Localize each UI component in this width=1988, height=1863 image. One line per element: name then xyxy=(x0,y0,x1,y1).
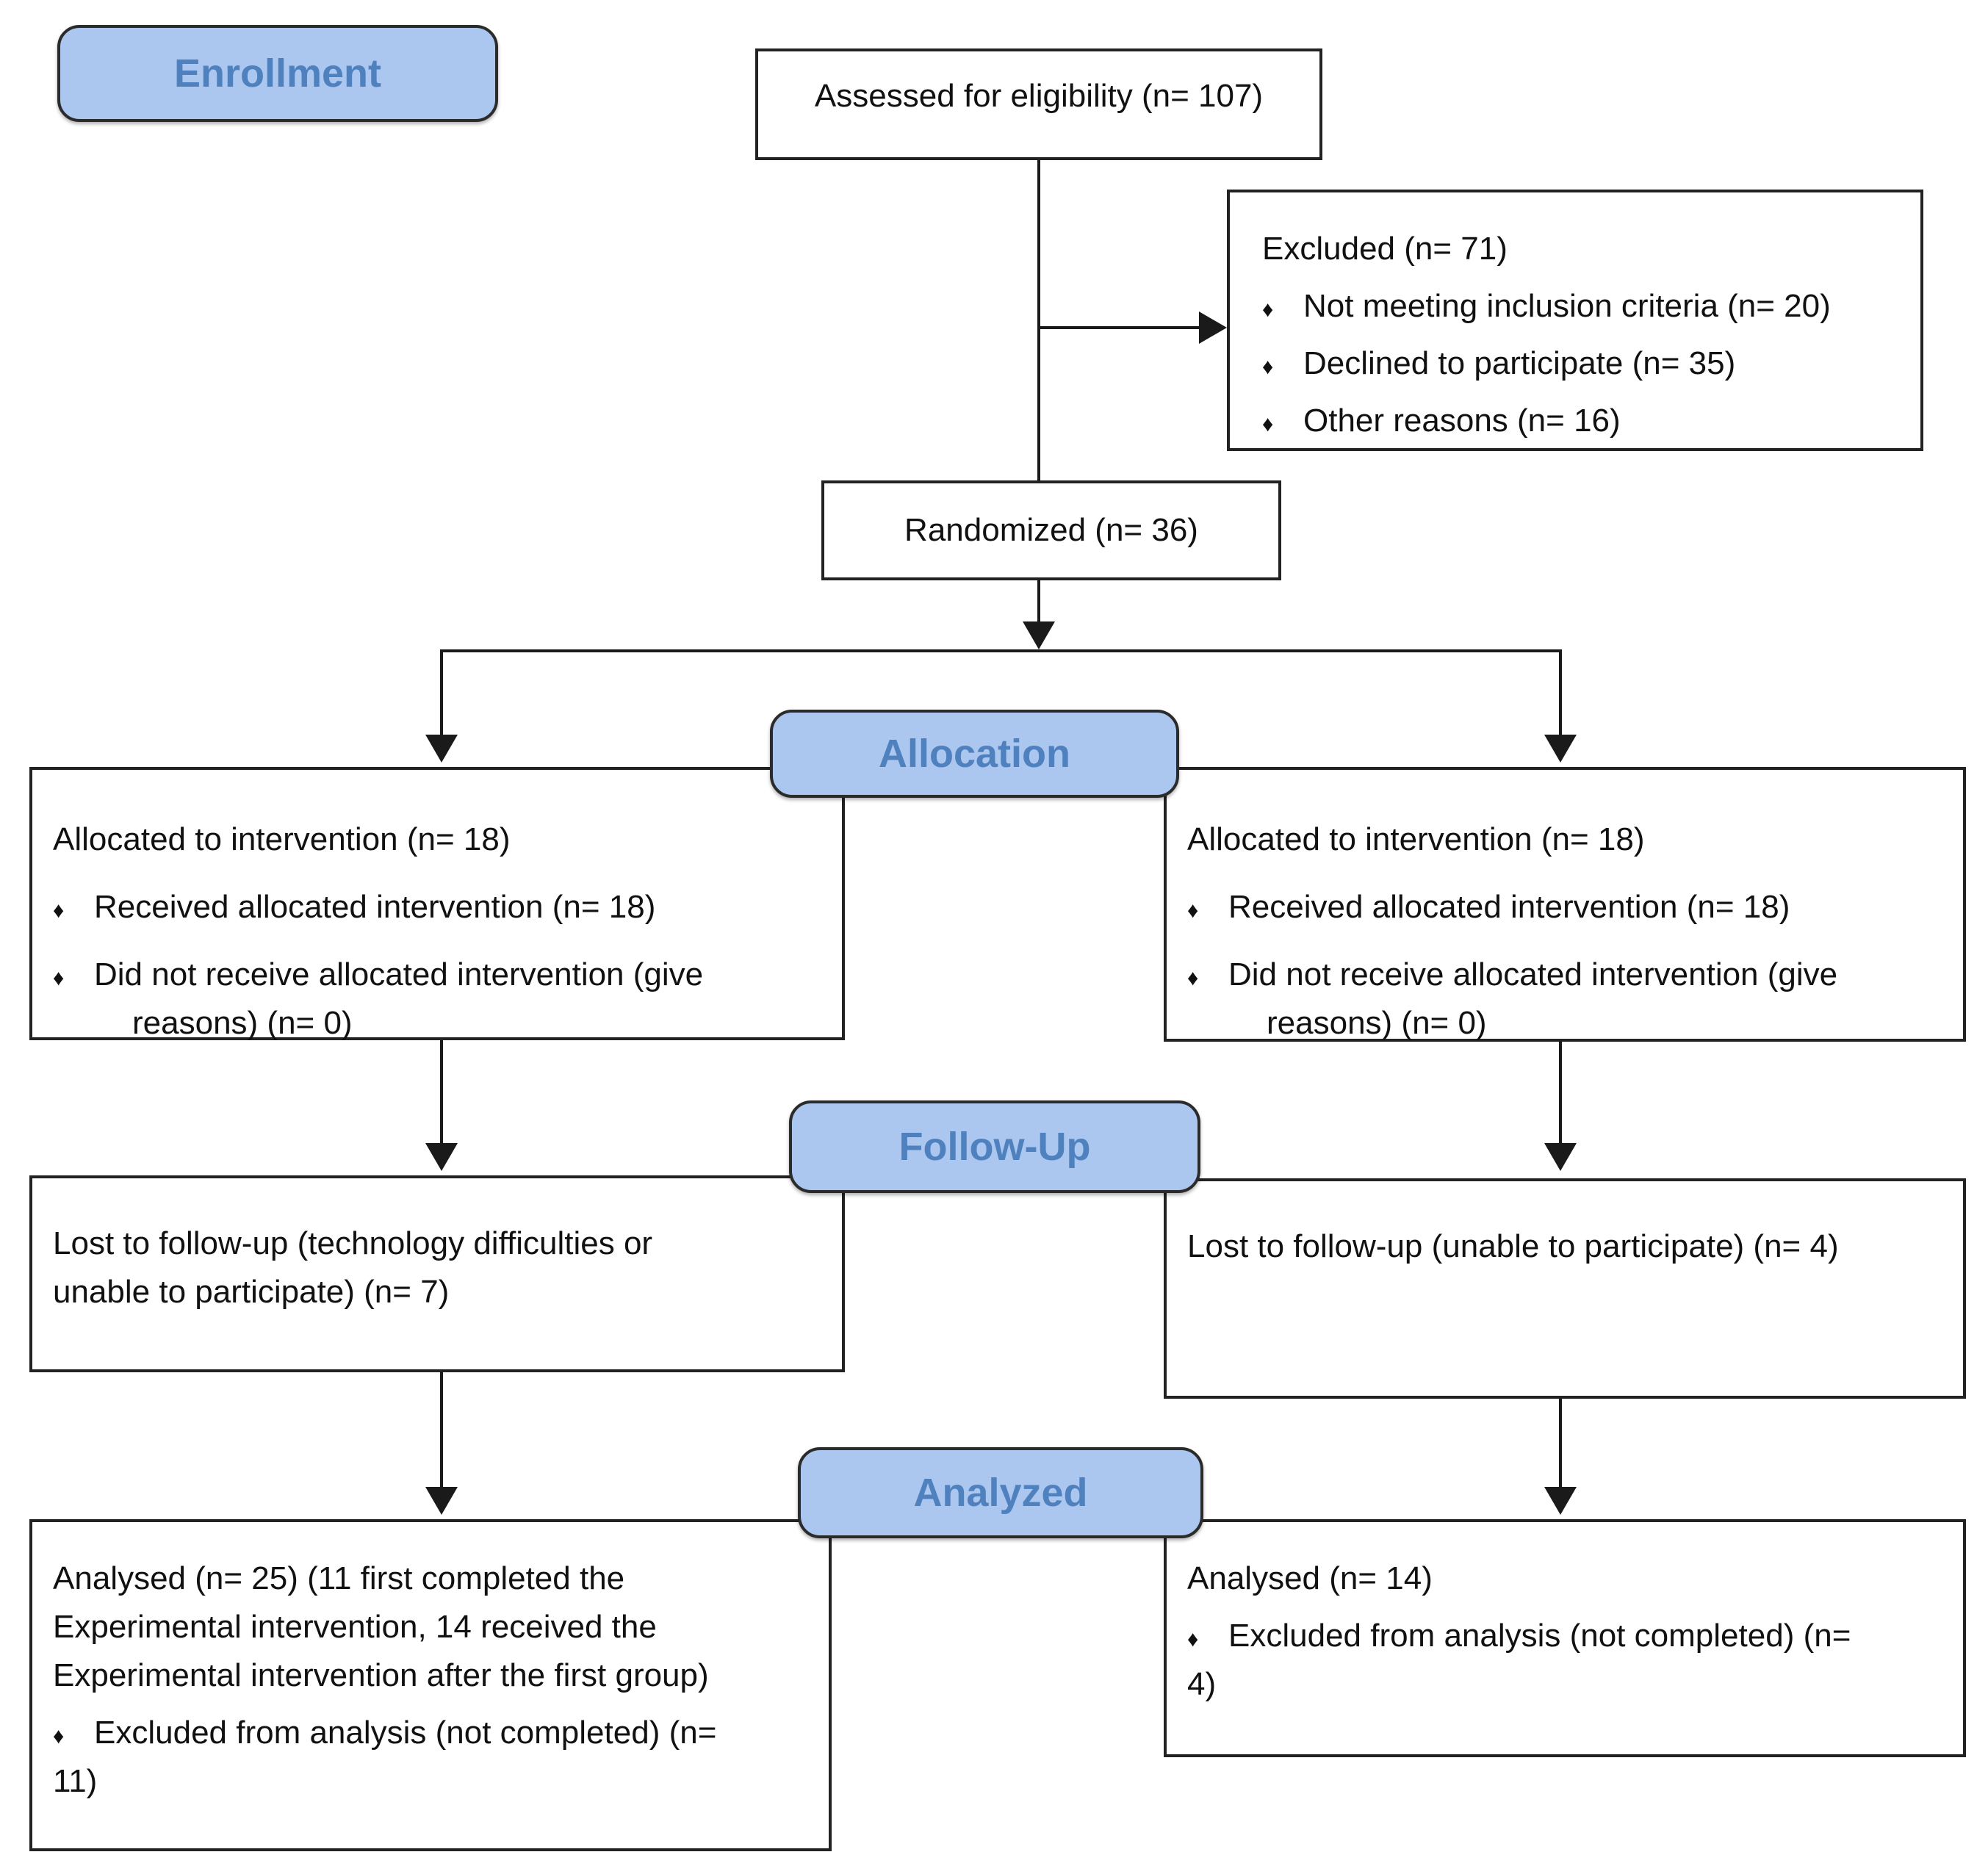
excluded-bullet-2: ♦ Declined to participate (n= 35) xyxy=(1262,339,1900,388)
stage-label-analyzed: Analyzed xyxy=(798,1447,1203,1538)
randomized-text: Randomized (n= 36) xyxy=(904,512,1198,548)
connector-branch-horizontal xyxy=(440,649,1562,652)
analyzed-right-bullet-continuation: 4) xyxy=(1187,1666,1217,1702)
box-analyzed-right: Analysed (n= 14) ♦ Excluded from analysi… xyxy=(1164,1519,1966,1757)
diamond-bullet-icon: ♦ xyxy=(1262,355,1274,379)
allocation-right-bullet-1: ♦ Received allocated intervention (n= 18… xyxy=(1187,883,1948,932)
connector-to-excluded xyxy=(1037,326,1200,329)
diamond-bullet-icon: ♦ xyxy=(53,898,65,923)
followup-right-text: Lost to follow-up (unable to participate… xyxy=(1187,1228,1839,1264)
diamond-bullet-icon: ♦ xyxy=(53,966,65,990)
connector-assessed-to-randomized xyxy=(1037,160,1040,480)
analyzed-right-bullet: ♦ Excluded from analysis (not completed)… xyxy=(1187,1612,1948,1660)
arrowhead-down-icon xyxy=(1023,621,1055,649)
analyzed-left-bullet-continuation: 11) xyxy=(53,1763,98,1799)
analyzed-left-line-2: Experimental intervention, 14 received t… xyxy=(53,1609,657,1645)
arrowhead-down-icon xyxy=(1544,1487,1577,1515)
arrowhead-down-icon xyxy=(1544,1143,1577,1171)
connector-branch-left-drop xyxy=(440,649,443,736)
arrowhead-right-icon xyxy=(1199,311,1227,344)
box-analyzed-left: Analysed (n= 25) (11 first completed the… xyxy=(29,1519,832,1851)
allocation-left-bullet-2: ♦ Did not receive allocated intervention… xyxy=(53,951,827,999)
connector-allocright-to-followup xyxy=(1559,1042,1562,1145)
assessed-text: Assessed for eligibility (n= 107) xyxy=(814,78,1264,114)
excluded-title: Excluded (n= 71) xyxy=(1262,231,1508,267)
box-allocation-right: Allocated to intervention (n= 18) ♦ Rece… xyxy=(1164,767,1966,1042)
diamond-bullet-icon: ♦ xyxy=(1262,298,1274,322)
arrowhead-down-icon xyxy=(425,735,458,763)
allocation-right-title: Allocated to intervention (n= 18) xyxy=(1187,821,1645,857)
diamond-bullet-icon: ♦ xyxy=(1187,898,1199,923)
analyzed-right-line-1: Analysed (n= 14) xyxy=(1187,1560,1433,1596)
analyzed-left-bullet: ♦ Excluded from analysis (not completed)… xyxy=(53,1709,814,1757)
diamond-bullet-icon: ♦ xyxy=(1262,412,1274,436)
box-followup-right: Lost to follow-up (unable to participate… xyxy=(1164,1178,1966,1399)
diamond-bullet-icon: ♦ xyxy=(1187,1627,1199,1651)
followup-left-line-2: unable to participate) (n= 7) xyxy=(53,1274,450,1310)
analyzed-left-line-3: Experimental intervention after the firs… xyxy=(53,1657,709,1693)
diamond-bullet-icon: ♦ xyxy=(1187,966,1199,990)
allocation-right-bullet-2-continuation: reasons) (n= 0) xyxy=(1267,1005,1487,1041)
stage-label-allocation: Allocation xyxy=(770,710,1179,798)
connector-branch-right-drop xyxy=(1559,649,1562,736)
box-followup-left: Lost to follow-up (technology difficulti… xyxy=(29,1175,845,1372)
followup-left-line-1: Lost to follow-up (technology difficulti… xyxy=(53,1225,653,1261)
box-allocation-left: Allocated to intervention (n= 18) ♦ Rece… xyxy=(29,767,845,1041)
analyzed-left-line-1: Analysed (n= 25) (11 first completed the xyxy=(53,1560,625,1596)
allocation-left-bullet-1: ♦ Received allocated intervention (n= 18… xyxy=(53,883,827,932)
arrowhead-down-icon xyxy=(1544,735,1577,763)
allocation-right-bullet-2: ♦ Did not receive allocated intervention… xyxy=(1187,951,1948,999)
connector-followupleft-to-analyzed xyxy=(440,1372,443,1488)
connector-randomized-to-branch xyxy=(1037,580,1040,623)
allocation-left-title: Allocated to intervention (n= 18) xyxy=(53,821,511,857)
excluded-bullet-3: ♦ Other reasons (n= 16) xyxy=(1262,397,1900,445)
connector-followupright-to-analyzed xyxy=(1559,1399,1562,1488)
diamond-bullet-icon: ♦ xyxy=(53,1724,65,1748)
box-assessed-eligibility: Assessed for eligibility (n= 107) xyxy=(755,48,1322,160)
allocation-left-bullet-2-continuation: reasons) (n= 0) xyxy=(132,1005,353,1041)
arrowhead-down-icon xyxy=(425,1143,458,1171)
connector-allocleft-to-followup xyxy=(440,1040,443,1145)
stage-label-followup: Follow-Up xyxy=(789,1100,1200,1193)
stage-label-enrollment: Enrollment xyxy=(57,25,498,122)
box-randomized: Randomized (n= 36) xyxy=(821,480,1281,580)
excluded-bullet-1: ♦ Not meeting inclusion criteria (n= 20) xyxy=(1262,282,1900,331)
box-excluded: Excluded (n= 71) ♦ Not meeting inclusion… xyxy=(1227,190,1923,451)
arrowhead-down-icon xyxy=(425,1487,458,1515)
